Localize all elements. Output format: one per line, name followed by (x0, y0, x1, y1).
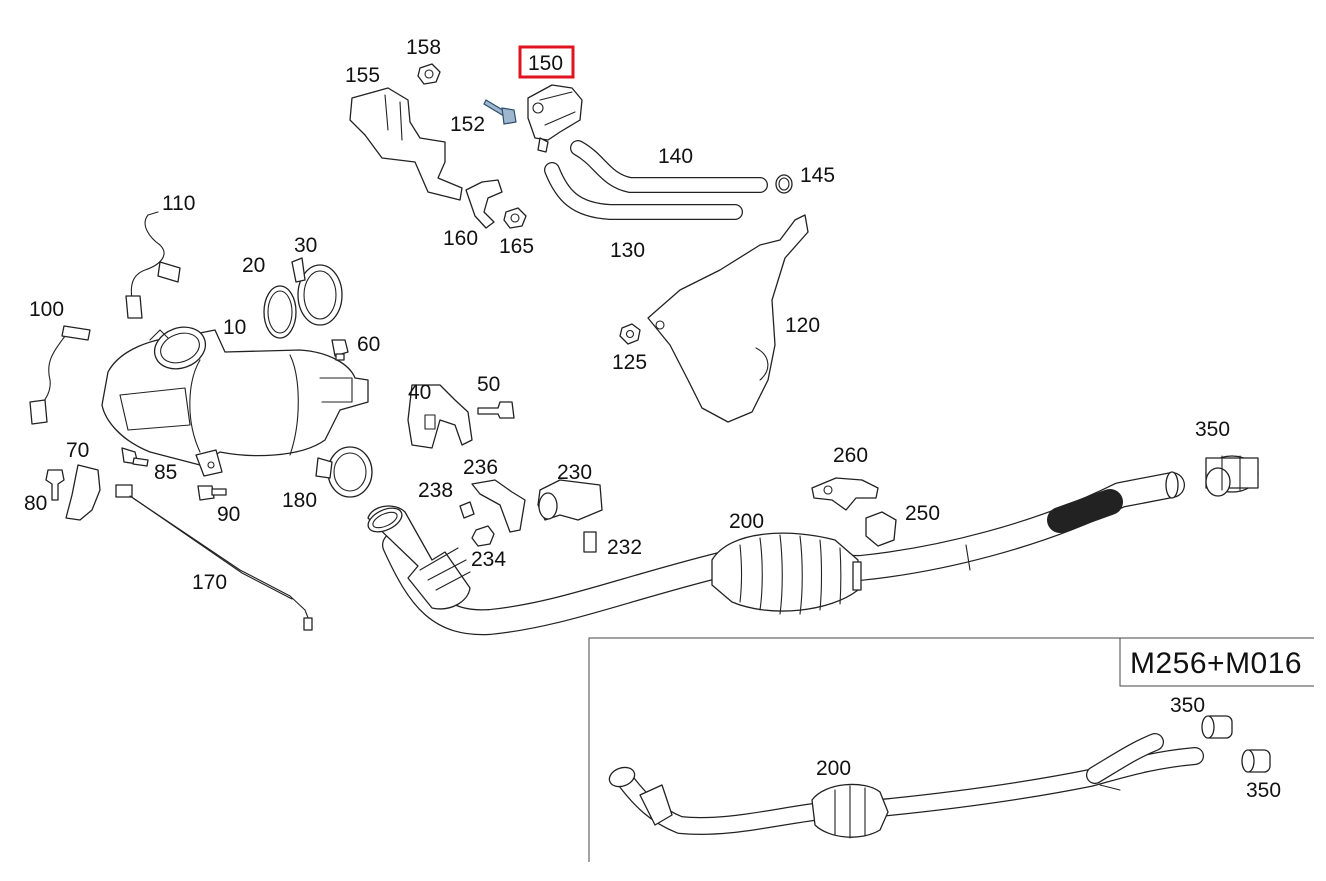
nut-158[interactable] (417, 63, 441, 85)
callout-120[interactable]: 120 (785, 314, 820, 337)
callout-20[interactable]: 20 (242, 254, 265, 277)
inset-flex-joint[interactable] (607, 764, 673, 826)
lambda-sensor-100[interactable] (29, 325, 91, 425)
callout-145[interactable]: 145 (800, 164, 835, 187)
callout-150-highlight (518, 45, 575, 79)
pipe-clamp-350[interactable] (1205, 455, 1259, 497)
callout-10[interactable]: 10 (223, 316, 246, 339)
callout-110[interactable]: 110 (162, 192, 195, 215)
bolt-152[interactable] (483, 99, 517, 125)
pipe-flex-joint[interactable] (364, 503, 471, 610)
callout-80[interactable]: 80 (24, 492, 47, 515)
rubber-hanger-230[interactable] (537, 479, 603, 521)
hose-clip-145[interactable] (775, 174, 793, 194)
callout-150[interactable]: 150 (528, 52, 563, 75)
hanger-bracket-236[interactable] (471, 479, 526, 533)
callout-155[interactable]: 155 (345, 64, 380, 87)
main-exhaust-pipe-200[interactable] (382, 471, 1185, 636)
callout-30[interactable]: 30 (294, 234, 317, 257)
variant-inset: M256+M016 200 350 350 (588, 637, 1314, 862)
callout-250[interactable]: 250 (905, 502, 940, 525)
callout-70[interactable]: 70 (66, 439, 89, 462)
inset-callout-350b[interactable]: 350 (1246, 779, 1281, 802)
inset-clamp-350b[interactable] (1241, 749, 1271, 773)
pressure-hose-140[interactable] (570, 140, 768, 193)
variant-title: M256+M016 (1130, 647, 1302, 680)
callout-350[interactable]: 350 (1195, 418, 1230, 441)
inset-callout-350a[interactable]: 350 (1170, 694, 1205, 717)
callout-50[interactable]: 50 (477, 373, 500, 396)
nut-125[interactable] (619, 323, 641, 345)
callout-230[interactable]: 230 (557, 461, 592, 484)
callout-85[interactable]: 85 (154, 461, 177, 484)
rubber-mount-160[interactable] (465, 179, 503, 229)
callout-165[interactable]: 165 (499, 235, 534, 258)
callout-125[interactable]: 125 (612, 351, 647, 374)
inset-callout-200[interactable]: 200 (816, 757, 851, 780)
stud-80[interactable] (45, 469, 65, 501)
callout-100[interactable]: 100 (29, 298, 64, 321)
pressure-sensor-150[interactable] (527, 84, 583, 153)
callout-152[interactable]: 152 (450, 113, 485, 136)
callout-200[interactable]: 200 (729, 510, 764, 533)
nut-234[interactable] (471, 525, 495, 547)
callout-130[interactable]: 130 (610, 239, 645, 262)
hanger-260[interactable] (811, 477, 879, 511)
callout-180[interactable]: 180 (282, 489, 317, 512)
heat-shield-120[interactable] (647, 214, 809, 423)
callout-60[interactable]: 60 (357, 333, 380, 356)
v-clamp-180[interactable] (315, 446, 373, 498)
callout-160[interactable]: 160 (443, 227, 478, 250)
bolt-90[interactable] (197, 485, 227, 501)
seal-ring-20[interactable] (263, 285, 297, 339)
clip-238[interactable] (459, 501, 475, 519)
callout-232[interactable]: 232 (607, 536, 642, 559)
lambda-sensor-110[interactable] (125, 211, 181, 319)
callout-90[interactable]: 90 (217, 503, 240, 526)
bolt-60[interactable] (331, 339, 349, 361)
nut-165[interactable] (503, 207, 527, 229)
bolt-50[interactable] (477, 401, 515, 419)
callout-238[interactable]: 238 (418, 479, 453, 502)
bolt-232[interactable] (583, 531, 597, 553)
bracket-70[interactable] (65, 464, 101, 521)
callout-170[interactable]: 170 (192, 571, 227, 594)
inset-exhaust-pipe[interactable] (616, 733, 1204, 835)
v-clamp-30[interactable] (291, 257, 343, 326)
bracket-155[interactable] (349, 87, 463, 201)
inset-clamp-350a[interactable] (1201, 715, 1233, 739)
pressure-hose-130[interactable] (544, 162, 743, 220)
bolt-85[interactable] (121, 447, 149, 467)
inset-catalytic-converter[interactable] (811, 783, 889, 839)
callout-260[interactable]: 260 (833, 444, 868, 467)
callout-158[interactable]: 158 (406, 36, 441, 59)
callout-140[interactable]: 140 (658, 145, 693, 168)
bracket-40[interactable] (407, 384, 473, 449)
catalytic-converter[interactable] (711, 532, 862, 615)
rubber-mount-250[interactable] (865, 511, 897, 547)
callout-40[interactable]: 40 (408, 381, 431, 404)
callout-236[interactable]: 236 (463, 456, 498, 479)
callout-234[interactable]: 234 (471, 548, 506, 571)
sensor-cable-170[interactable] (115, 484, 313, 631)
particulate-filter-10[interactable] (101, 320, 369, 477)
